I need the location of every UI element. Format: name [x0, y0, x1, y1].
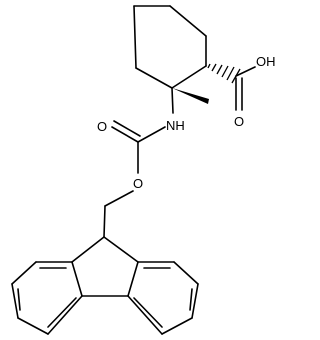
carboxylic-acid-group: OH O [234, 54, 276, 129]
cyclohexane-ring [133, 5, 207, 89]
ester-oxygen-label: O [133, 176, 143, 191]
amine-label: NH [166, 118, 185, 133]
carbamate-group: O O [97, 119, 166, 238]
fluorenyl-group [11, 236, 199, 335]
hashed-bond-carboxyl [207, 63, 241, 84]
carbonyl-oxygen-label: O [234, 114, 244, 129]
molecule-structure: OH O NH O O [11, 5, 276, 335]
c-n-bond [171, 87, 174, 114]
hydroxyl-label: OH [256, 54, 276, 69]
methyl-wedge-bond [172, 88, 209, 104]
carbamate-carbonyl-label: O [97, 119, 107, 134]
